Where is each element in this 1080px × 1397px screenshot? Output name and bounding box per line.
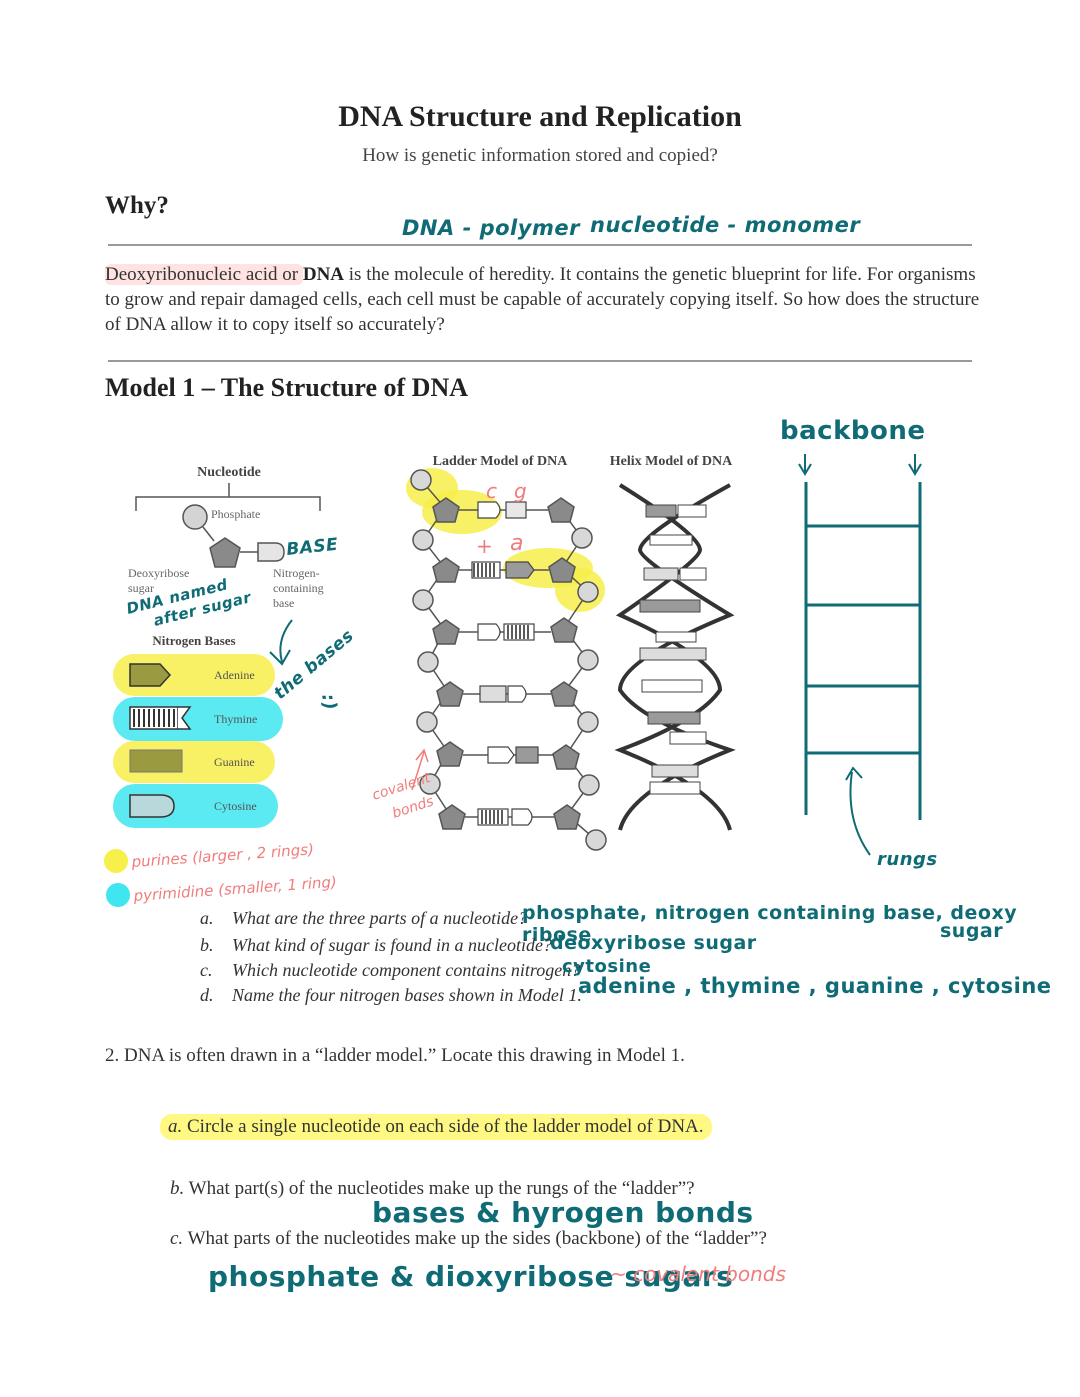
sugar-label-1: Deoxyribose bbox=[128, 566, 189, 580]
q1a-text: What are the three parts of a nucleotide… bbox=[232, 908, 528, 928]
paragraph-rest: is the molecule of heredity. It contains… bbox=[105, 264, 980, 335]
q2c-number: c. bbox=[170, 1228, 184, 1249]
divider bbox=[108, 360, 972, 362]
handwritten-note-polymer: DNA - polymer bbox=[402, 216, 580, 240]
q2-intro: 2. DNA is often drawn in a “ladder model… bbox=[105, 1045, 685, 1066]
base-label-1: Nitrogen- bbox=[273, 566, 320, 580]
dna-model-figure: Nucleotide Phosphate Deoxyribose sugar N… bbox=[104, 416, 938, 907]
page-title: DNA Structure and Replication bbox=[338, 100, 742, 133]
q1a-answer: phosphate, nitrogen containing base, deo… bbox=[522, 902, 1018, 946]
adenine-shape bbox=[129, 663, 172, 687]
note-a: a bbox=[510, 531, 523, 556]
q2c-text: What parts of the nucleotides make up th… bbox=[187, 1228, 767, 1249]
sugar-pentagon bbox=[209, 537, 241, 568]
base-name: Thymine bbox=[214, 712, 257, 726]
base-label-3: base bbox=[273, 596, 294, 610]
q1c-answer: cytosine bbox=[562, 956, 652, 977]
q2b-text: What part(s) of the nucleotides make up … bbox=[188, 1178, 695, 1199]
note-bonds: bonds bbox=[390, 793, 435, 821]
note-rungs: rungs bbox=[877, 849, 938, 870]
q2a-number: a. bbox=[168, 1116, 183, 1137]
phosphate-label: Phosphate bbox=[211, 507, 260, 521]
q1a-number: a. bbox=[200, 908, 214, 928]
sugar-label-2: sugar bbox=[128, 581, 154, 595]
base-name: Adenine bbox=[214, 668, 255, 682]
q2c-line: c. What parts of the nucleotides make up… bbox=[170, 1228, 767, 1250]
base-shape bbox=[257, 542, 285, 562]
note-smile: :) bbox=[317, 692, 341, 712]
q1b-answer: deoxyribose sugar bbox=[550, 932, 757, 954]
intro-paragraph: Deoxyribonucleic acid or DNA is the mole… bbox=[105, 262, 985, 337]
note-t: + bbox=[476, 534, 493, 558]
q2a-line: a. Circle a single nucleotide on each si… bbox=[160, 1114, 712, 1140]
q1a-answer-2: sugar bbox=[940, 920, 1004, 942]
note-base: BASE bbox=[285, 535, 339, 560]
guanine-shape bbox=[129, 749, 183, 773]
q2c-note: ~ covalent bonds bbox=[610, 1262, 786, 1286]
q1d-text: Name the four nitrogen bases shown in Mo… bbox=[232, 985, 582, 1005]
q2c-answer: phosphate & dioxyribose sugars bbox=[208, 1260, 734, 1293]
highlighted-text: Deoxyribonucleic acid or bbox=[105, 264, 303, 285]
note-c: c bbox=[486, 479, 497, 503]
q2b-line: b. What part(s) of the nucleotides make … bbox=[170, 1178, 695, 1200]
q1d-number: d. bbox=[200, 985, 214, 1005]
hand-drawn-ladder bbox=[804, 482, 922, 820]
note-g: g bbox=[514, 479, 527, 503]
note-backbone: backbone bbox=[780, 416, 925, 446]
q1c-number: c. bbox=[200, 960, 213, 980]
model-heading: Model 1 – The Structure of DNA bbox=[105, 373, 469, 402]
divider bbox=[108, 244, 972, 246]
handwritten-note-monomer: nucleotide - monomer bbox=[590, 213, 861, 237]
cytosine-shape bbox=[129, 794, 175, 818]
ladder-label: Ladder Model of DNA bbox=[433, 454, 569, 469]
why-heading: Why? bbox=[105, 192, 169, 219]
q1d-answer: adenine , thymine , guanine , cytosine bbox=[578, 974, 1052, 998]
q1b-text: What kind of sugar is found in a nucleot… bbox=[232, 935, 552, 955]
nucleotide-label: Nucleotide bbox=[197, 465, 261, 480]
note-the-bases: the bases bbox=[270, 626, 358, 704]
phosphate-circle bbox=[182, 504, 208, 530]
base-label-2: containing bbox=[273, 581, 324, 595]
base-name: Cytosine bbox=[214, 799, 257, 813]
legend-pyrimidine: pyrimidine (smaller, 1 ring) bbox=[132, 873, 337, 905]
q2b-number: b. bbox=[170, 1178, 185, 1199]
nitrogen-bases-label: Nitrogen Bases bbox=[152, 633, 235, 648]
base-name: Guanine bbox=[214, 755, 255, 769]
q1b-number: b. bbox=[200, 935, 214, 955]
page-subtitle: How is genetic information stored and co… bbox=[362, 145, 718, 166]
legend-purines: purines (larger , 2 rings) bbox=[130, 840, 314, 871]
helix-label: Helix Model of DNA bbox=[610, 454, 733, 469]
q2b-answer: bases & hyrogen bonds bbox=[372, 1196, 754, 1229]
q2a-text: Circle a single nucleotide on each side … bbox=[187, 1116, 704, 1137]
dna-bold: DNA bbox=[302, 264, 345, 285]
q1c-text: Which nucleotide component contains nitr… bbox=[232, 960, 581, 980]
